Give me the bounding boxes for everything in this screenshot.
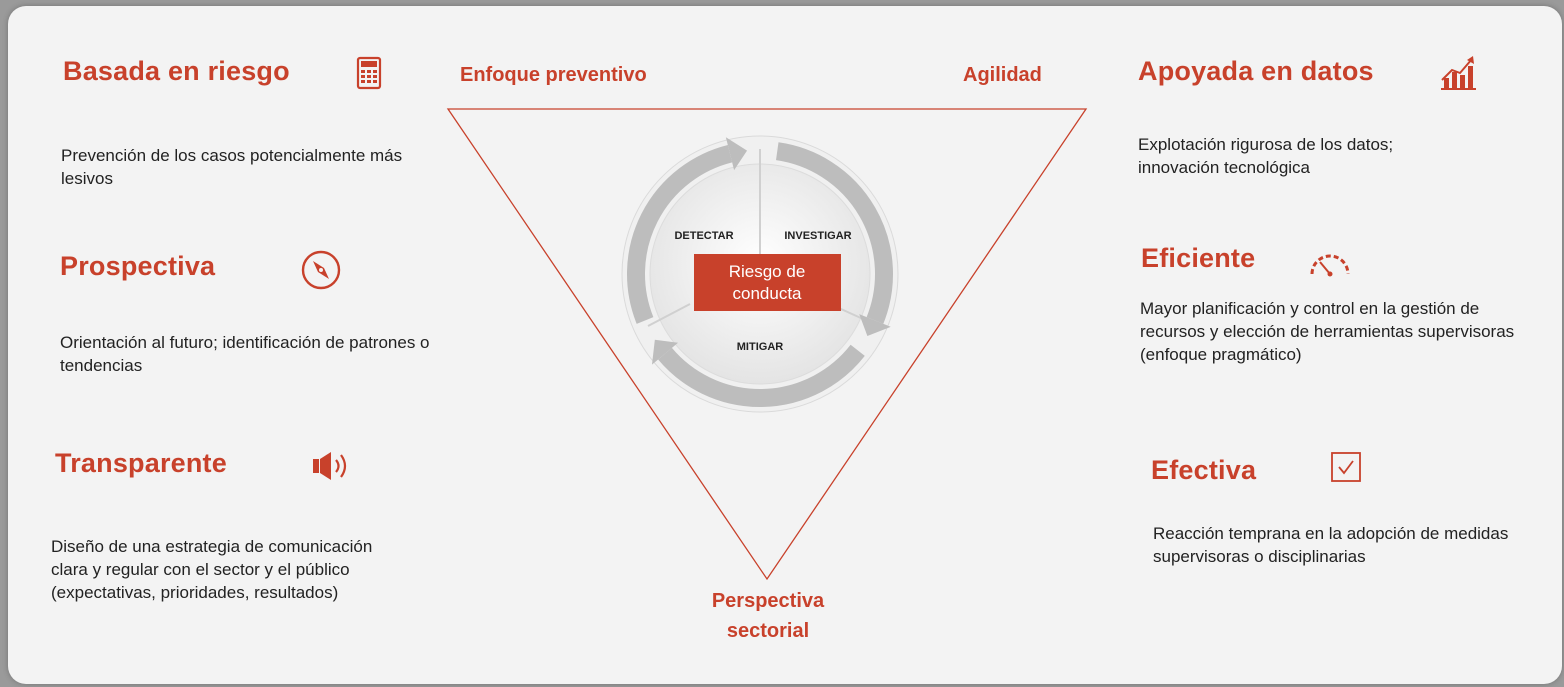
phase-investigar: INVESTIGAR xyxy=(784,230,851,242)
principle-title-eficiente: Eficiente xyxy=(1141,243,1256,273)
cycle-arrows xyxy=(627,137,893,407)
principle-desc-transparente: Diseño de una estrategia de comunicación… xyxy=(51,537,373,602)
compass-icon xyxy=(301,250,341,290)
arrow-mitigate-to-detect xyxy=(658,344,865,407)
arrow-detect-to-investigate xyxy=(627,144,733,324)
principle-desc-apoyada-en-datos: Explotación rigurosa de los datos; innov… xyxy=(1138,135,1394,177)
corner-label-top-left: Enfoque preventivo xyxy=(460,64,647,86)
arrow-investigate-to-mitigate xyxy=(775,142,893,324)
center-label-line2: conducta xyxy=(733,284,803,303)
arrow-detect-to-investigate-head xyxy=(725,137,748,171)
phase-detectar: DETECTAR xyxy=(674,230,733,242)
speaker-icon xyxy=(313,452,347,480)
growth-chart-icon xyxy=(1441,56,1476,90)
principle-title-transparente: Transparente xyxy=(55,448,227,478)
principle-desc-basada-en-riesgo: Prevención de los casos potencialmente m… xyxy=(61,146,403,188)
center-box xyxy=(694,254,841,311)
gauge-icon xyxy=(1310,254,1350,277)
principle-desc-efectiva: Reacción temprana en la adopción de medi… xyxy=(1153,524,1509,566)
cycle-wheel: DETECTAR INVESTIGAR MITIGAR Riesgo de co… xyxy=(621,135,899,413)
arrow-investigate-to-mitigate-head xyxy=(859,314,891,336)
principle-desc-prospectiva: Orientación al futuro; identificación de… xyxy=(60,333,430,375)
diagram-card: DETECTAR INVESTIGAR MITIGAR Riesgo de co… xyxy=(8,6,1562,684)
corner-label-bottom: Perspectiva sectorial xyxy=(711,590,825,642)
principle-title-prospectiva: Prospectiva xyxy=(60,251,216,281)
center-label-line1: Riesgo de xyxy=(729,262,806,281)
corner-label-top-right: Agilidad xyxy=(963,64,1042,86)
arrow-mitigate-to-detect-head xyxy=(651,339,679,365)
principle-desc-eficiente: Mayor planificación y control en la gest… xyxy=(1140,299,1515,364)
principle-title-efectiva: Efectiva xyxy=(1151,455,1257,485)
principle-title-apoyada-en-datos: Apoyada en datos xyxy=(1138,56,1374,86)
checkbox-icon xyxy=(1331,452,1361,482)
principle-title-basada-en-riesgo: Basada en riesgo xyxy=(63,56,290,86)
triangle-cycle-diagram: DETECTAR INVESTIGAR MITIGAR Riesgo de co… xyxy=(446,108,1088,581)
phase-mitigar: MITIGAR xyxy=(737,341,783,353)
triangle-outline xyxy=(446,108,1088,581)
calculator-icon xyxy=(356,56,382,90)
